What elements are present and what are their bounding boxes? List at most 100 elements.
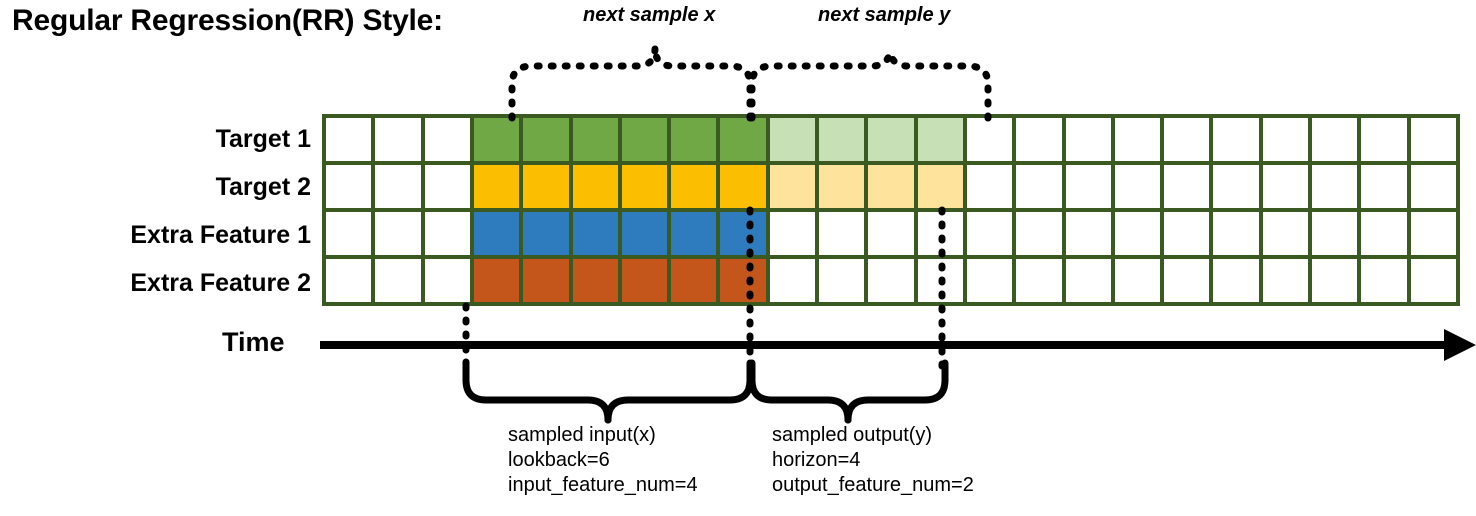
grid-cell-target-1-11	[819, 118, 865, 161]
grid-cell-target-2-6	[572, 165, 618, 208]
grid-cell-target-2-10	[769, 165, 816, 208]
grid-cell-target-2-19	[1213, 165, 1259, 208]
grid-cell-extra-feature-1-18	[1164, 212, 1210, 255]
grid-cell-target-1-10	[769, 118, 816, 161]
grid-cell-target-2-13	[917, 165, 963, 208]
grid-cell-extra-feature-1-22	[1361, 212, 1407, 255]
grid-cell-extra-feature-2-18	[1164, 259, 1210, 302]
grid-cell-extra-feature-2-23	[1410, 259, 1456, 302]
grid-cell-target-2-15	[1016, 165, 1062, 208]
caption-output-line-2: horizon=4	[772, 449, 861, 471]
grid-cell-target-2-8	[671, 165, 717, 208]
grid-cell-target-2-11	[819, 165, 865, 208]
caption-input-line-3: input_feature_num=4	[508, 474, 698, 496]
grid-cell-extra-feature-2-20	[1262, 259, 1309, 302]
grid-cell-extra-feature-2-9	[720, 259, 766, 302]
time-axis-label: Time	[222, 327, 285, 357]
grid-cell-target-2-9	[720, 165, 766, 208]
page-title: Regular Regression(RR) Style:	[12, 4, 443, 37]
grid-cell-extra-feature-2-12	[868, 259, 914, 302]
grid-cell-target-2-18	[1164, 165, 1210, 208]
brace-sampled-input	[462, 359, 754, 424]
caption-sampled-input: sampled input(x) lookback=6 input_featur…	[508, 423, 698, 498]
grid-cell-extra-feature-1-23	[1410, 212, 1456, 255]
grid-cell-extra-feature-2-10	[769, 259, 816, 302]
grid-cell-extra-feature-1-9	[720, 212, 766, 255]
grid-cell-target-1-7	[621, 118, 668, 161]
grid-cell-target-1-21	[1312, 118, 1358, 161]
grid-cell-extra-feature-2-8	[671, 259, 717, 302]
grid-cell-target-2-12	[868, 165, 914, 208]
grid-cell-extra-feature-2-4	[473, 259, 520, 302]
caption-output-line-1: sampled output(y)	[772, 424, 933, 446]
grid-cell-extra-feature-1-10	[769, 212, 816, 255]
grid-cell-extra-feature-1-6	[572, 212, 618, 255]
grid-cell-target-1-14	[966, 118, 1013, 161]
brace-next-sample-x	[508, 44, 754, 122]
grid-cell-target-2-17	[1114, 165, 1161, 208]
grid-cell-extra-feature-1-7	[621, 212, 668, 255]
grid-cell-target-2-5	[523, 165, 569, 208]
grid-cell-target-1-19	[1213, 118, 1259, 161]
timeline-grid	[322, 114, 1460, 306]
grid-cell-target-2-22	[1361, 165, 1407, 208]
grid-cell-extra-feature-2-1	[326, 259, 372, 302]
grid-cell-target-1-17	[1114, 118, 1161, 161]
caption-input-line-2: lookback=6	[508, 449, 610, 471]
row-label-target-2: Target 2	[215, 173, 311, 201]
grid-cell-target-2-4	[473, 165, 520, 208]
grid-cell-target-1-22	[1361, 118, 1407, 161]
grid-cell-extra-feature-1-19	[1213, 212, 1259, 255]
grid-cell-extra-feature-2-11	[819, 259, 865, 302]
grid-cell-target-1-2	[375, 118, 421, 161]
brace-next-sample-y	[748, 44, 992, 122]
grid-cell-extra-feature-2-16	[1065, 259, 1111, 302]
grid-cell-target-2-7	[621, 165, 668, 208]
grid-cell-target-1-23	[1410, 118, 1456, 161]
grid-cell-extra-feature-1-13	[917, 212, 963, 255]
grid-cell-extra-feature-1-5	[523, 212, 569, 255]
grid-cell-target-2-23	[1410, 165, 1456, 208]
grid-cell-target-1-9	[720, 118, 766, 161]
grid-cell-target-1-6	[572, 118, 618, 161]
grid-cell-extra-feature-1-16	[1065, 212, 1111, 255]
grid-cell-target-2-3	[424, 165, 470, 208]
grid-cell-extra-feature-2-6	[572, 259, 618, 302]
grid-cell-extra-feature-2-3	[424, 259, 470, 302]
grid-cell-target-2-20	[1262, 165, 1309, 208]
grid-cell-extra-feature-2-21	[1312, 259, 1358, 302]
row-label-extra-feature-2: Extra Feature 2	[130, 269, 311, 297]
grid-cell-target-1-16	[1065, 118, 1111, 161]
grid-cell-extra-feature-2-13	[917, 259, 963, 302]
grid-cell-target-1-15	[1016, 118, 1062, 161]
grid-cell-extra-feature-2-7	[621, 259, 668, 302]
grid-cell-target-1-8	[671, 118, 717, 161]
grid-cell-extra-feature-1-1	[326, 212, 372, 255]
annotation-next-sample-x: next sample x	[583, 4, 716, 26]
grid-cell-extra-feature-1-21	[1312, 212, 1358, 255]
grid-cell-target-2-14	[966, 165, 1013, 208]
grid-cell-extra-feature-2-2	[375, 259, 421, 302]
grid-cell-extra-feature-1-12	[868, 212, 914, 255]
grid-cell-extra-feature-1-17	[1114, 212, 1161, 255]
row-label-extra-feature-1: Extra Feature 1	[130, 221, 311, 249]
grid-cell-extra-feature-1-4	[473, 212, 520, 255]
grid-cell-target-1-4	[473, 118, 520, 161]
grid-cell-extra-feature-1-2	[375, 212, 421, 255]
grid-cell-extra-feature-2-22	[1361, 259, 1407, 302]
grid-cell-target-2-2	[375, 165, 421, 208]
grid-cell-target-2-21	[1312, 165, 1358, 208]
grid-cell-extra-feature-2-15	[1016, 259, 1062, 302]
caption-input-line-1: sampled input(x)	[508, 424, 656, 446]
grid-cell-extra-feature-2-17	[1114, 259, 1161, 302]
grid-cell-extra-feature-2-5	[523, 259, 569, 302]
grid-cell-target-2-16	[1065, 165, 1111, 208]
time-axis-arrow	[320, 329, 1476, 361]
grid-cell-target-1-5	[523, 118, 569, 161]
grid-cell-target-2-1	[326, 165, 372, 208]
grid-cell-extra-feature-2-19	[1213, 259, 1259, 302]
grid-cell-extra-feature-1-8	[671, 212, 717, 255]
grid-cell-target-1-20	[1262, 118, 1309, 161]
grid-cell-extra-feature-1-20	[1262, 212, 1309, 255]
grid-cell-extra-feature-1-14	[966, 212, 1013, 255]
